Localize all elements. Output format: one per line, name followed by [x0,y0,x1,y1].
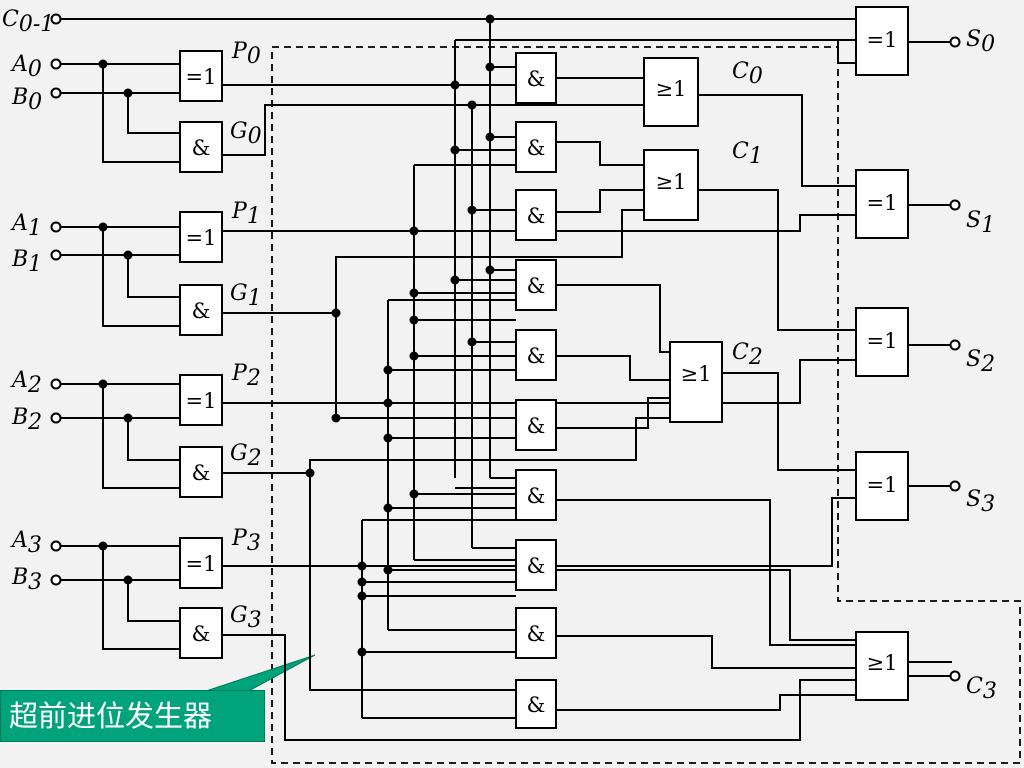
or-gate-c2: ≥1 [669,341,723,423]
and-gate-bit3: & [179,607,223,659]
svg-text:&: & [527,274,546,298]
and-gate-bit0: & [179,121,223,173]
and-gate-la-9: & [515,607,557,659]
svg-text:&: & [192,136,211,160]
or-gate-c0: ≥1 [643,57,699,127]
xor-gate-s0: =1 [855,6,909,76]
wires [60,18,952,741]
label-C0: C0 [732,59,763,89]
svg-text:&: & [192,622,211,646]
and-gate-la-8: & [515,539,557,591]
xor-gate-s2: =1 [855,307,909,377]
svg-text:&: & [527,204,546,228]
and-gate-la-5: & [515,329,557,381]
label-A0: A0 [10,52,42,82]
or-gate-c1: ≥1 [643,149,699,221]
svg-text:=1: =1 [867,28,898,52]
label-S0: S0 [966,27,995,57]
and-gate-bit2: & [179,446,223,498]
xor-gate-s1: =1 [855,169,909,239]
label-A1: A1 [10,211,42,241]
label-G3: G3 [230,603,262,633]
label-C1: C1 [732,139,763,169]
and-gate-la-6: & [515,399,557,451]
label-A2: A2 [10,368,42,398]
lookahead-generator-callout: 超前进位发生器 [0,690,265,742]
and-gate-la-4: & [515,259,557,311]
label-P0: P0 [231,39,261,69]
label-G0: G0 [230,119,262,149]
svg-text:≥1: ≥1 [656,77,687,101]
label-S2: S2 [966,347,995,377]
xor-gate-bit3: =1 [179,537,223,589]
label-S1: S1 [966,208,995,238]
and-gate-la-2: & [515,121,557,173]
svg-text:&: & [527,554,546,578]
svg-text:=1: =1 [186,65,217,89]
and-gate-bit1: & [179,284,223,336]
svg-text:≥1: ≥1 [867,651,898,675]
svg-text:&: & [192,461,211,485]
or-gate-c3: ≥1 [855,631,909,701]
and-gate-la-1: & [515,52,557,104]
label-G2: G2 [230,441,262,471]
svg-text:&: & [527,484,546,508]
svg-text:=1: =1 [186,552,217,576]
svg-text:=1: =1 [867,329,898,353]
svg-text:&: & [527,344,546,368]
label-C3: C3 [966,674,997,704]
label-S3: S3 [966,487,995,517]
and-gate-la-10: & [515,679,557,729]
xor-gate-bit0: =1 [179,50,223,102]
and-gate-la-7: & [515,469,557,521]
svg-text:&: & [192,299,211,323]
signal-labels: C0-1 A0 B0 A1 B1 A2 B2 A3 B3 P0 G0 P1 G1… [2,7,997,704]
junction-dots [98,14,495,657]
label-A3: A3 [10,528,42,558]
svg-text:=1: =1 [867,473,898,497]
xor-gate-bit1: =1 [179,211,223,263]
svg-text:&: & [527,414,546,438]
label-B3: B3 [11,565,42,595]
label-P3: P3 [231,526,261,556]
terminals [50,13,961,682]
label-B0: B0 [11,85,42,115]
label-B1: B1 [11,247,42,277]
label-P2: P2 [231,361,261,391]
callout-pointer [199,654,316,694]
gates: =1 & =1 & =1 & =1 & & & & & & & & & & & … [179,6,909,729]
svg-text:=1: =1 [186,226,217,250]
xor-gate-bit2: =1 [179,374,223,426]
svg-text:≥1: ≥1 [656,170,687,194]
svg-text:&: & [527,693,546,717]
label-B2: B2 [11,405,42,435]
label-G1: G1 [230,281,262,311]
label-carry-in: C0-1 [2,7,54,37]
svg-text:≥1: ≥1 [681,362,712,386]
svg-text:=1: =1 [867,191,898,215]
and-gate-la-3: & [515,189,557,241]
svg-text:&: & [527,67,546,91]
svg-text:&: & [527,622,546,646]
xor-gate-s3: =1 [855,451,909,521]
label-P1: P1 [231,199,261,229]
svg-text:=1: =1 [186,389,217,413]
svg-text:&: & [527,136,546,160]
label-C2: C2 [732,340,763,370]
